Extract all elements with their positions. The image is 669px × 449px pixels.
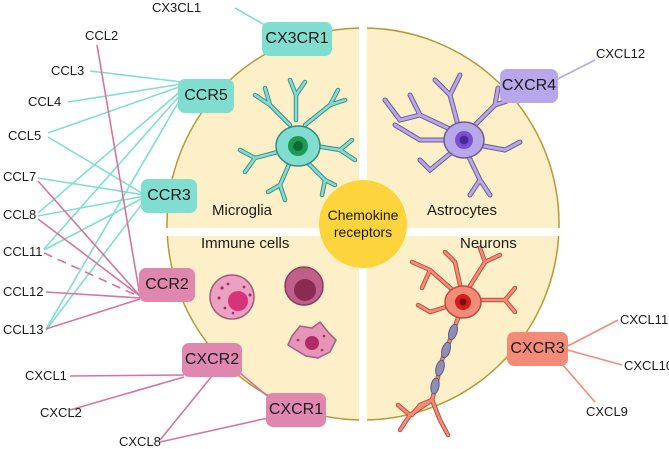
receptor-ccr2: CCR2 bbox=[139, 268, 195, 302]
link-ccl11-ccr2 bbox=[43, 252, 141, 298]
link-ccl11-ccr5 bbox=[43, 92, 183, 250]
cyan-connectors bbox=[37, 7, 271, 331]
link-ccl8-ccr3 bbox=[37, 195, 146, 217]
link-ccl8-ccr5 bbox=[37, 89, 183, 214]
microglia-cell-icon bbox=[237, 77, 358, 203]
ligand-ccl11: CCL11 bbox=[3, 244, 43, 259]
link-ccl2-ccr2 bbox=[96, 44, 141, 297]
ligand-ccl7: CCL7 bbox=[3, 169, 37, 184]
link-cxcl8-cxcr2 bbox=[159, 375, 213, 441]
link-ccl5-ccr5 bbox=[47, 85, 183, 134]
center-chemokine-receptors: Chemokine receptors bbox=[319, 180, 407, 268]
link-ccl3-ccr5 bbox=[89, 70, 183, 83]
link-ccl4-ccr5 bbox=[67, 83, 183, 103]
receptor-cx3cr1: CX3CR1 bbox=[262, 22, 332, 56]
link-ccl5-ccr3 bbox=[47, 136, 146, 196]
ligand-ccl13: CCL13 bbox=[3, 322, 44, 337]
link-ccl13-ccr3 bbox=[45, 199, 146, 331]
ligand-cx3cl1: CX3CL1 bbox=[152, 0, 202, 15]
center-line-2: receptors bbox=[333, 224, 393, 240]
ligand-cxcl9: CXCL9 bbox=[586, 404, 628, 419]
link-cxcl2-cxcr2 bbox=[69, 376, 185, 411]
receptor-ccr3: CCR3 bbox=[141, 179, 197, 213]
ligand-ccl5: CCL5 bbox=[8, 128, 42, 143]
link-ccl7-ccr3 bbox=[37, 177, 146, 196]
neuron-cell-icon bbox=[395, 245, 518, 438]
receptor-cxcr4: CXCR4 bbox=[500, 69, 558, 103]
region-label-neurons: Neurons bbox=[460, 235, 517, 252]
ligand-ccl8: CCL8 bbox=[3, 207, 37, 222]
link-cxcl10-cxcr3 bbox=[563, 348, 623, 366]
receptor-cxcr3: CXCR3 bbox=[507, 332, 568, 366]
ligand-ccl4: CCL4 bbox=[28, 94, 62, 109]
ligand-cxcl2: CXCL2 bbox=[40, 405, 82, 420]
receptor-cxcr1: CXCR1 bbox=[266, 393, 326, 427]
link-ccl8-ccr2 bbox=[37, 218, 141, 297]
link-ccl13-ccr2 bbox=[45, 298, 141, 330]
ligand-ccl2: CCL2 bbox=[85, 28, 119, 43]
immune-cells-icon bbox=[209, 266, 337, 359]
ligand-ccl3: CCL3 bbox=[51, 63, 85, 78]
link-cxcl1-cxcr2 bbox=[69, 374, 185, 377]
center-line-1: Chemokine bbox=[327, 206, 399, 223]
region-label-microglia: Microglia bbox=[212, 202, 273, 219]
receptor-cxcr2: CXCR2 bbox=[182, 343, 242, 377]
link-cxcl11-cxcr3 bbox=[563, 319, 619, 349]
ligand-cxcl8: CXCL8 bbox=[119, 434, 161, 449]
ligand-cxcl12: CXCL12 bbox=[596, 46, 646, 61]
ligand-cxcl10: CXCL10 bbox=[624, 358, 669, 373]
receptor-ccr5: CCR5 bbox=[178, 79, 234, 113]
link-ccl11-ccr3 bbox=[43, 196, 146, 251]
link-ccl12-ccr2 bbox=[45, 291, 141, 299]
region-label-astrocytes: Astrocytes bbox=[427, 202, 498, 219]
link-ccl7-ccr2 bbox=[37, 180, 141, 297]
ligand-ccl12: CCL12 bbox=[3, 284, 44, 299]
link-cxcl8-cxcr1 bbox=[159, 417, 269, 443]
ligand-cxcl1: CXCL1 bbox=[25, 368, 67, 383]
region-label-immune-cells: Immune cells bbox=[201, 235, 290, 252]
astrocyte-cell-icon bbox=[382, 72, 523, 198]
ligand-cxcl11: CXCL11 bbox=[620, 312, 669, 327]
